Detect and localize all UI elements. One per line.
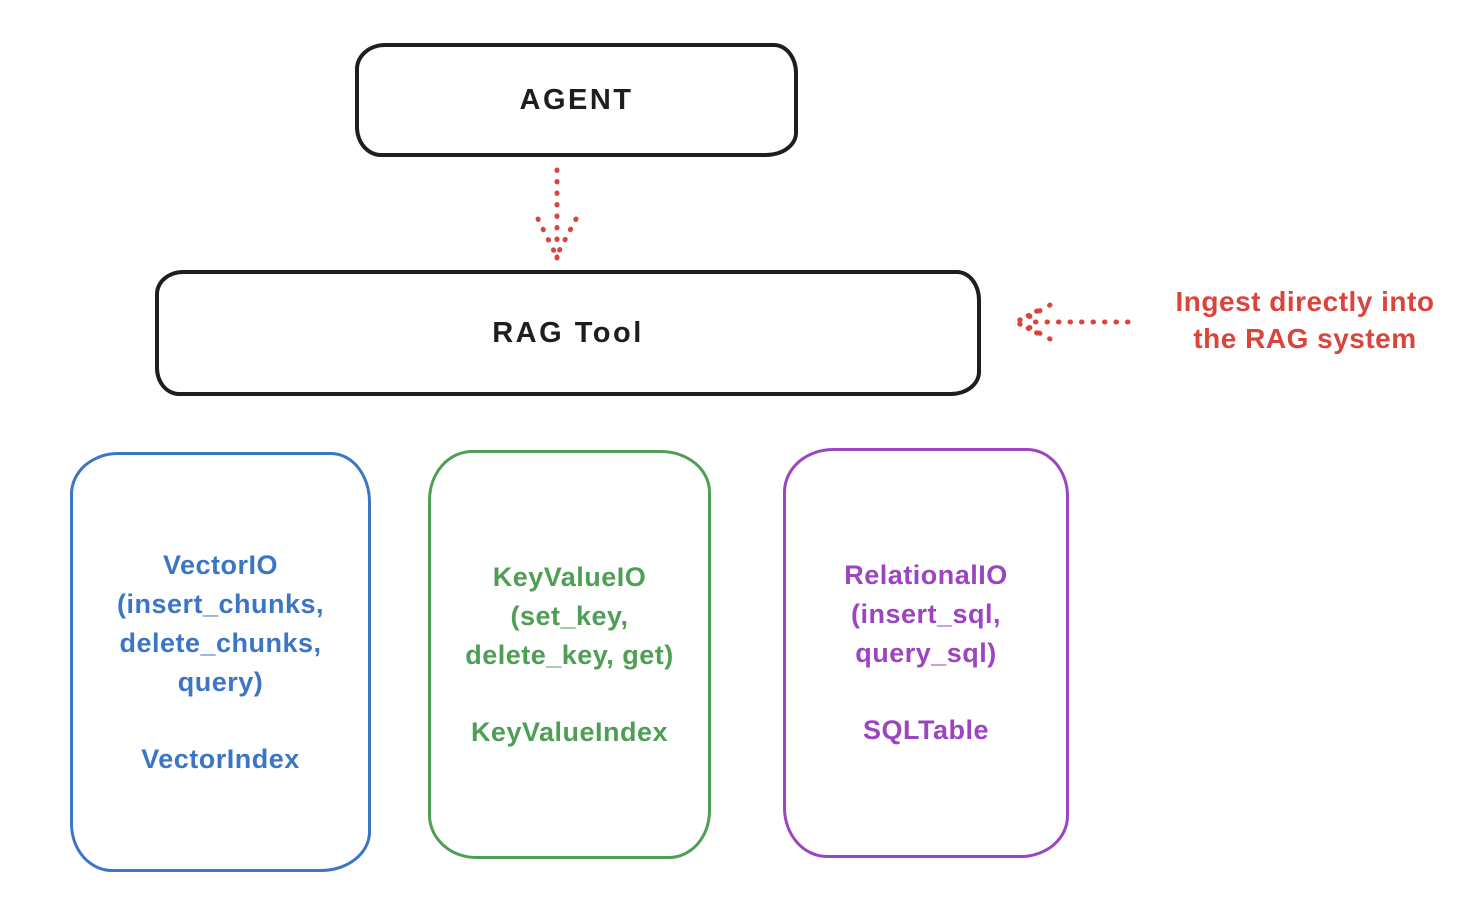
io-box-line: query_sql)	[855, 638, 997, 668]
io-box-line: delete_chunks,	[119, 627, 322, 658]
io-box-line: RelationalIO	[844, 560, 1008, 590]
keyvalue-io-box: KeyValueIO (set_key, delete_key, get) Ke…	[428, 450, 711, 859]
dotted-arrow-down-icon	[535, 167, 579, 261]
rag-tool-box: RAG Tool	[155, 270, 981, 396]
io-box-line: (insert_sql,	[850, 599, 1002, 629]
io-box-line: delete_key, get)	[465, 639, 674, 670]
agent-box: AGENT	[355, 43, 798, 157]
io-box-line: KeyValueIO	[492, 561, 647, 592]
io-box-index-label: SQLTable	[862, 715, 989, 745]
vector-io-box: VectorIO (insert_chunks, delete_chunks, …	[70, 452, 371, 872]
ingest-annotation-line1: Ingest directly into	[1175, 286, 1435, 317]
ingest-annotation: Ingest directly into the RAG system	[1135, 283, 1475, 357]
agent-box-label: AGENT	[519, 83, 634, 116]
io-box-index-label: KeyValueIndex	[470, 716, 669, 747]
io-box-line: VectorIO	[162, 549, 279, 580]
io-box-line: (set_key,	[510, 600, 629, 631]
io-box-index-label: VectorIndex	[141, 743, 300, 774]
ingest-annotation-line2: the RAG system	[1193, 323, 1417, 354]
io-box-line: (insert_chunks,	[116, 588, 325, 619]
rag-tool-box-label: RAG Tool	[492, 316, 644, 349]
relational-io-box: RelationalIO (insert_sql, query_sql) SQL…	[783, 448, 1069, 858]
dotted-arrow-left-icon	[1013, 302, 1131, 342]
io-box-line: query)	[177, 666, 264, 697]
